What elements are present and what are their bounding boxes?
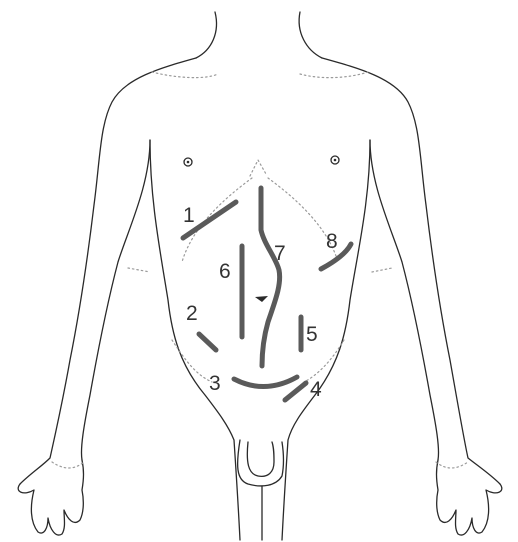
label-4: 4: [310, 378, 322, 401]
right-hand: [437, 460, 502, 535]
incisions: [183, 188, 351, 400]
right-wrist: [436, 462, 468, 468]
label-2: 2: [186, 302, 198, 325]
label-1: 1: [183, 204, 195, 227]
incision-2-right-iliac: [199, 334, 216, 350]
label-5: 5: [306, 323, 318, 346]
incision-4-inguinal: [285, 383, 306, 400]
left-flank-line: [128, 268, 150, 272]
genital-inner: [247, 442, 274, 476]
xiphoid-notch: [250, 160, 266, 176]
torso-left-side: [150, 140, 240, 540]
torso-right-side: [282, 140, 370, 540]
neck-left: [196, 12, 216, 58]
right-arm-outer: [322, 58, 500, 484]
anatomical-landmarks: [52, 72, 468, 468]
umbilicus: [255, 296, 268, 302]
right-clavicle: [300, 72, 368, 78]
label-6: 6: [219, 260, 231, 283]
right-iliac-line: [304, 340, 344, 382]
neck-right: [299, 12, 322, 58]
right-nipple: [331, 156, 339, 164]
incision-7-midline: [261, 188, 280, 366]
body-outline: [18, 12, 502, 540]
left-clavicle: [152, 72, 218, 78]
right-arm-inner: [370, 140, 439, 460]
right-flank-line: [372, 268, 392, 272]
label-8: 8: [326, 230, 338, 253]
incision-3-pfannenstiel: [234, 377, 297, 387]
left-hand: [18, 460, 83, 535]
left-wrist: [52, 462, 84, 468]
genital-outline: [238, 440, 284, 486]
label-3: 3: [209, 372, 221, 395]
label-7: 7: [274, 242, 286, 265]
left-arm-outer: [20, 58, 196, 484]
left-nipple: [184, 158, 192, 166]
left-arm-inner: [81, 140, 150, 460]
